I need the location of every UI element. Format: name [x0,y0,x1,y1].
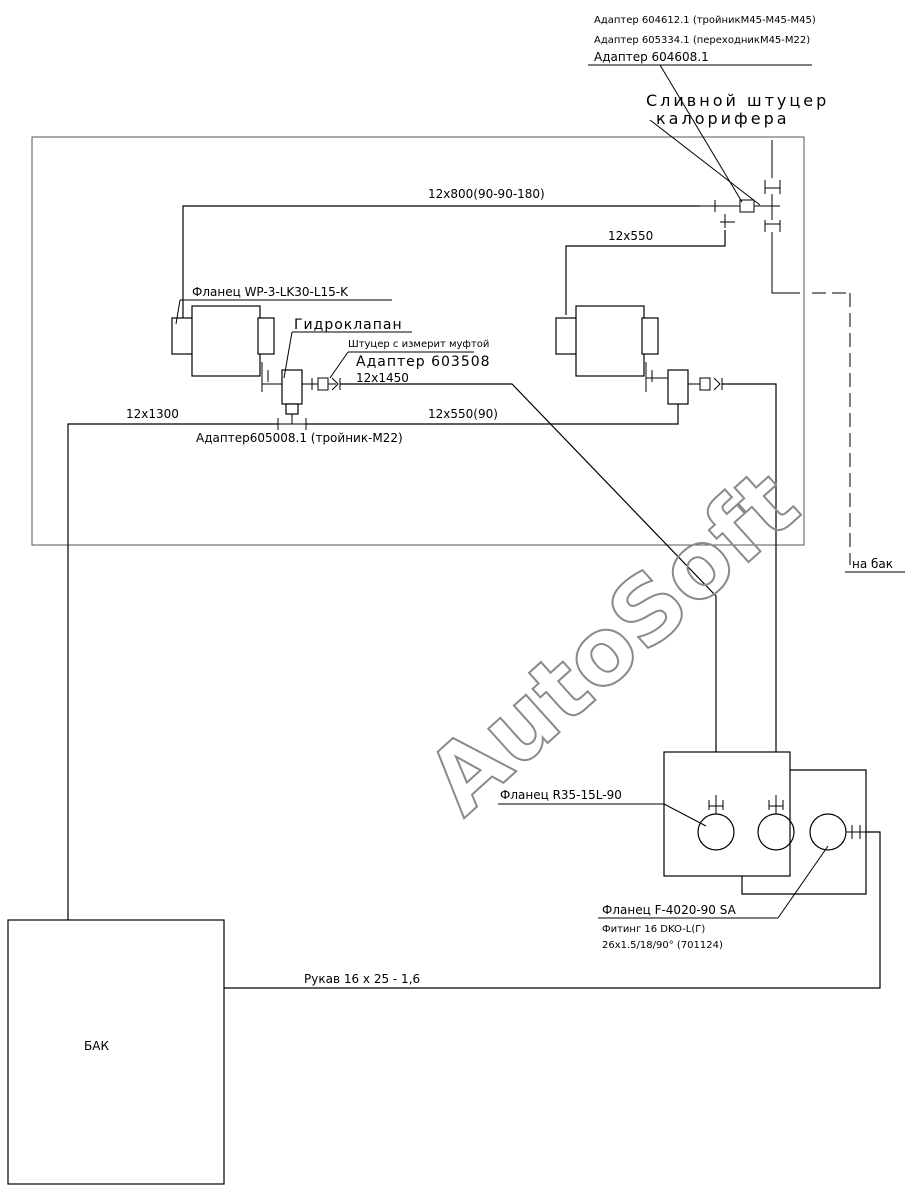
hose-12x550-90-label: 12x550(90) [428,407,498,421]
hydrovalve-leader [283,331,293,379]
pump-port-left [697,795,735,851]
pump-housing [741,769,867,895]
hose-12x550-top [565,230,726,315]
drain-leader-line [649,119,761,206]
tee-adapter-top [700,180,781,232]
pump-port-right [809,813,866,851]
flange-r35-label: Фланец R35-15L-90 [500,788,622,802]
hydrovalve-label: Гидроклапан [294,317,403,333]
fitting-16-label: Фитинг 16 DKO-L(Г) [602,924,705,935]
flange-wp-leader [175,299,181,325]
adapter-leader-line [659,64,743,203]
adapter-603508-label: Адаптер 603508 [356,354,491,370]
hose-main-16x25 [224,831,881,989]
coupling-fitting-left [317,377,341,391]
flange-wp-label: Фланец WP-3-LK30-L15-K [192,285,349,299]
adapter-604608-label: Адаптер 604608.1 [594,50,709,64]
right-hydromotor [555,305,659,377]
flange-r35-leader [663,803,707,827]
tank-box [7,919,225,1185]
left-hydromotor [171,305,275,377]
drain-to-tank-line [771,232,800,294]
drain-fitting-label-1: Сливной штуцер [646,91,829,110]
pump-port-middle [757,795,795,851]
flange-f4020-label: Фланец F-4020-90 SA [602,903,737,917]
adapter-604612-label: Адаптер 604612.1 (тройникМ45-М45-М45) [594,15,816,26]
hose-12x1300-label: 12x1300 [126,407,179,421]
hose-12x1450 [340,383,717,795]
to-tank-label: на бак [852,557,893,571]
coupling-fitting-label: Штуцер с измерит муфтой [348,339,489,350]
hose-12x550-90 [306,404,679,425]
fitting-dims-label: 26x1.5/18/90° (701124) [602,940,723,951]
left-hydrovalve [261,362,318,430]
hose-main-label: Рукав 16 х 25 - 1,6 [304,972,420,986]
hose-12x1300 [67,423,278,920]
pump-block [663,751,791,877]
flange-f4020-leader [777,845,829,919]
adapter-605008-label: Адаптер605008.1 (тройник-М22) [196,431,403,445]
hose-12x800 [182,205,700,318]
adapter-603508-leader [329,351,349,379]
hose-12x800-label: 12x800(90-90-180) [428,187,545,201]
tank-label: БАК [84,1039,109,1053]
hose-12x550-top-label: 12x550 [608,229,653,243]
hose-12x1450-label: 12x1450 [356,371,409,385]
hose-right-to-flange [722,383,777,795]
machine-frame [31,136,805,546]
right-hydrovalve [645,362,723,405]
adapter-605334-label: Адаптер 605334.1 (переходникМ45-М22) [594,35,810,46]
drain-fitting-label-2: калорифера [656,109,790,128]
